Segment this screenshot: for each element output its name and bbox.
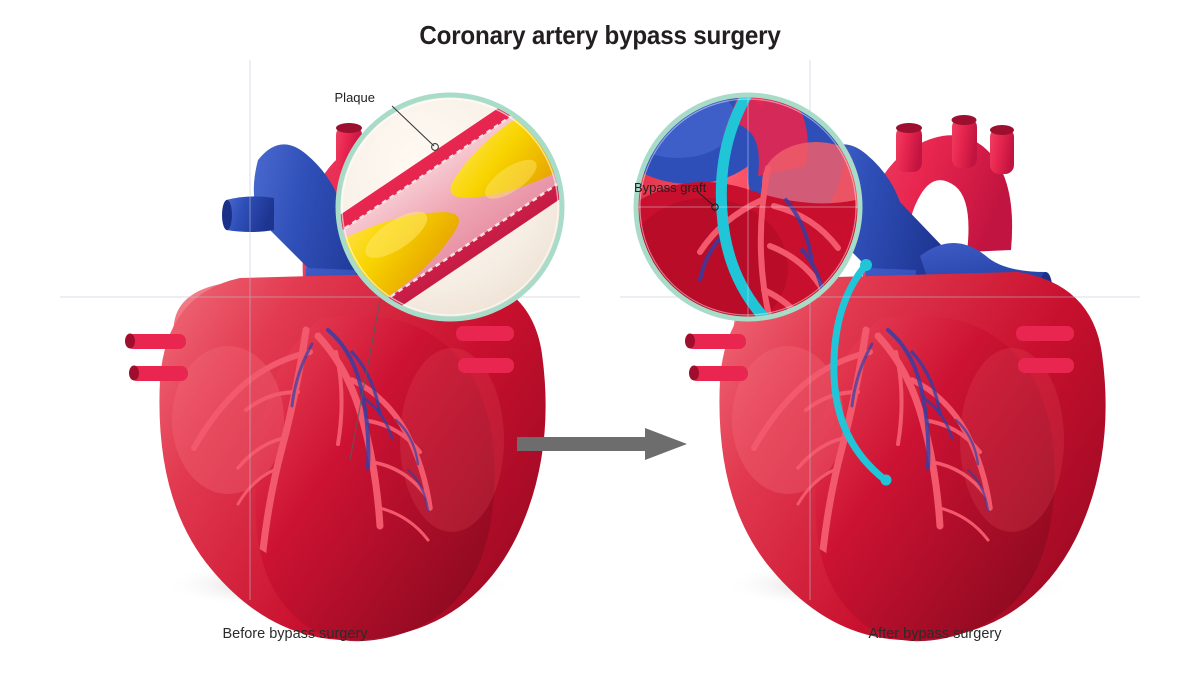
page-title: Coronary artery bypass surgery xyxy=(419,20,781,50)
lateral-vessel-stubs-right-before xyxy=(456,326,514,373)
transition-arrow xyxy=(517,428,687,460)
plaque-callout: Plaque xyxy=(335,90,439,151)
figure-before-bypass: Plaque xyxy=(60,60,580,642)
caption-before: Before bypass surgery xyxy=(222,626,368,642)
magnifier-bypass-graft xyxy=(633,92,863,322)
bypass-graft-callout: Bypass graft xyxy=(634,180,719,211)
plaque-label: Plaque xyxy=(335,90,375,105)
figure-after-bypass: Bypass graft xyxy=(620,60,1140,642)
lateral-vessel-stubs-before xyxy=(125,333,188,381)
coronary-vessels-before xyxy=(191,326,433,564)
bypass-graft-label: Bypass graft xyxy=(634,180,707,195)
lateral-vessel-stubs-after xyxy=(685,326,1074,381)
caption-after: After bypass surgery xyxy=(868,626,1002,642)
magnifier-plaque xyxy=(335,92,565,322)
bypass-graft-vessel-after xyxy=(830,259,892,486)
magnifier-leader-line-before xyxy=(349,299,381,461)
